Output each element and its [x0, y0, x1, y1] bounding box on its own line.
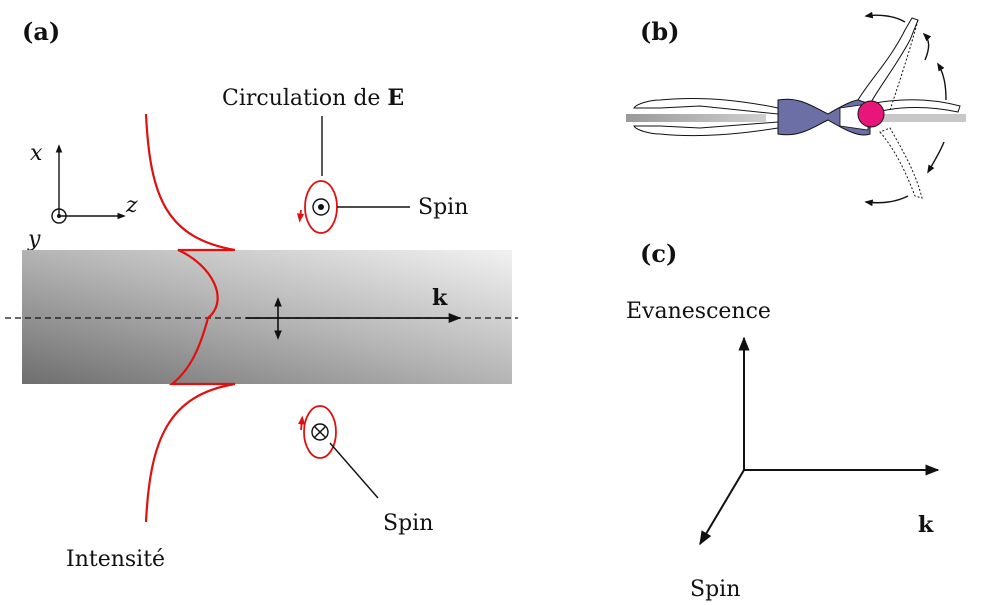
- triad-axes: [699, 336, 940, 546]
- rotation-arrow-1: [864, 11, 906, 23]
- waveguide: [22, 250, 512, 384]
- evanescence-label: Evanescence: [626, 299, 771, 324]
- spin-top-group: Spin: [296, 180, 468, 234]
- swimmer-arm-forward: [868, 99, 961, 113]
- spin-top-label: Spin: [418, 195, 468, 220]
- swimmer-leg-top: [633, 97, 779, 115]
- axis-z-label: z: [125, 193, 138, 218]
- lane-line-right: [880, 114, 966, 122]
- y-axis-out-of-page-icon: [51, 208, 67, 224]
- spin-axis-label: Spin: [690, 577, 740, 602]
- rotation-arrow-5: [864, 195, 909, 207]
- circulation-label: Circulation de E: [222, 85, 404, 111]
- intensity-label: Intensité: [66, 547, 165, 572]
- lane-line-left: [626, 114, 766, 122]
- intensity-profile-curve: [144, 113, 236, 523]
- wave-vector-label-c: k: [918, 512, 934, 538]
- swimmer-arm-raised: [857, 17, 919, 105]
- panel-c-label: (c): [640, 239, 677, 268]
- axis-y-label: y: [27, 227, 41, 252]
- rotation-arrow-2: [922, 32, 932, 61]
- rotation-arrow-4: [927, 141, 945, 174]
- coordinate-axes: x y z: [27, 141, 138, 252]
- axis-x-label: x: [30, 141, 43, 166]
- swimmer-cap: [857, 100, 885, 128]
- field-circulation-bottom: [303, 405, 337, 459]
- panel-b-label: (b): [640, 17, 680, 46]
- rotation-arrow-3: [937, 62, 947, 101]
- panel-a-label: (a): [22, 17, 60, 46]
- swimmer-illustration: [626, 11, 966, 207]
- spin-bottom-label: Spin: [383, 511, 433, 536]
- wave-vector-label-a: k: [432, 285, 448, 311]
- spin-axis-arrow: [699, 469, 745, 546]
- spin-bottom-group: Spin: [297, 405, 433, 536]
- swimmer-arm-recovery-dotted: [879, 127, 923, 199]
- swimmer-leg-bottom: [633, 121, 779, 137]
